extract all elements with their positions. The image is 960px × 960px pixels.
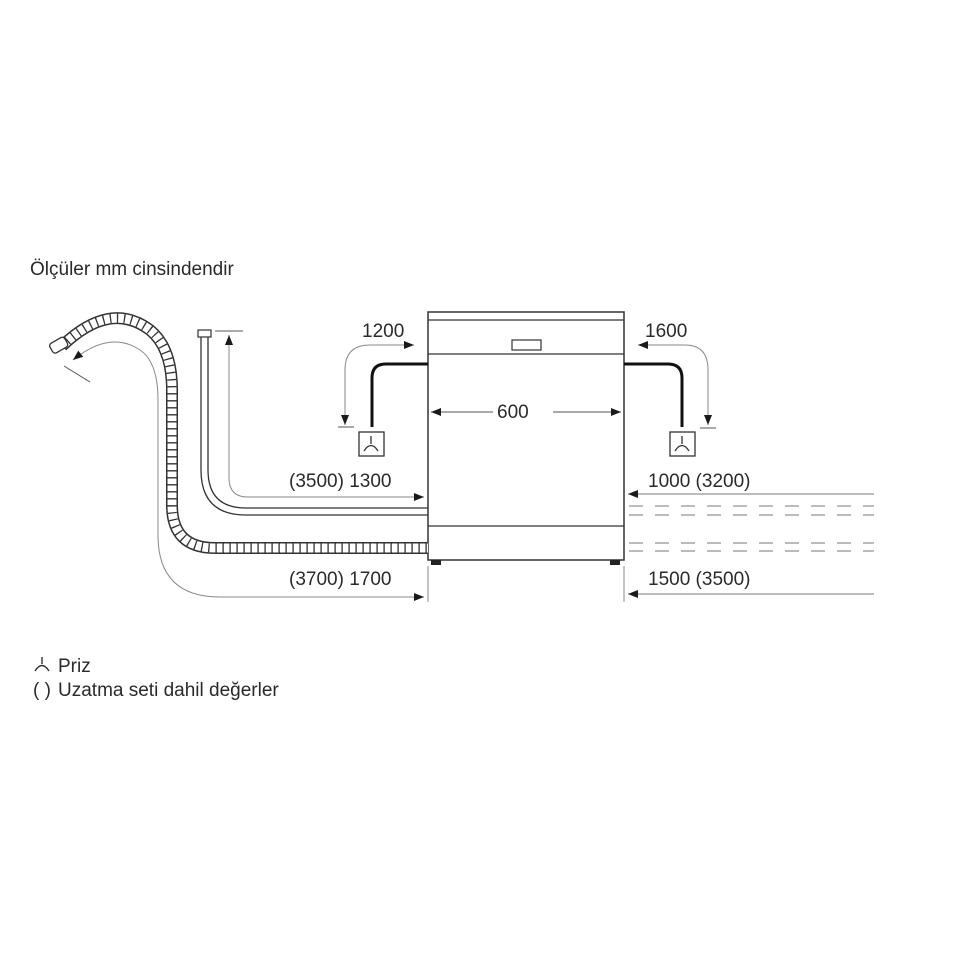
right-drain-hose-label: 1500 (3500) bbox=[648, 569, 751, 590]
left-inlet-hose-label: (3500) 1300 bbox=[289, 471, 392, 492]
dishwasher-body bbox=[427, 311, 625, 565]
drain-hose-end bbox=[49, 336, 69, 354]
left-drain-hose bbox=[49, 312, 428, 601]
control-panel-display bbox=[511, 339, 542, 351]
right-power-cable-label: 1600 bbox=[645, 321, 688, 342]
right-hoses bbox=[625, 490, 874, 598]
units-note: Ölçüler mm cinsindendir bbox=[30, 259, 234, 280]
legend-extension: ( ) Uzatma seti dahil değerler bbox=[32, 679, 279, 703]
left-drain-hose-label: (3700) 1700 bbox=[289, 569, 392, 590]
width-label: 600 bbox=[497, 402, 529, 423]
legend-socket-label: Priz bbox=[58, 656, 91, 677]
legend-socket: Priz bbox=[32, 655, 279, 679]
inlet-hose-connector bbox=[197, 329, 212, 338]
legend-extension-label: Uzatma seti dahil değerler bbox=[58, 680, 279, 701]
left-power-cable-label: 1200 bbox=[362, 321, 405, 342]
foot-right bbox=[610, 560, 620, 565]
legend: Priz ( ) Uzatma seti dahil değerler bbox=[32, 655, 279, 703]
socket-icon bbox=[32, 655, 52, 679]
right-power-cable bbox=[624, 341, 716, 457]
parentheses-icon: ( ) bbox=[33, 680, 51, 701]
right-inlet-hose-label: 1000 (3200) bbox=[648, 471, 751, 492]
foot-left bbox=[431, 560, 441, 565]
left-power-cable bbox=[338, 341, 428, 457]
